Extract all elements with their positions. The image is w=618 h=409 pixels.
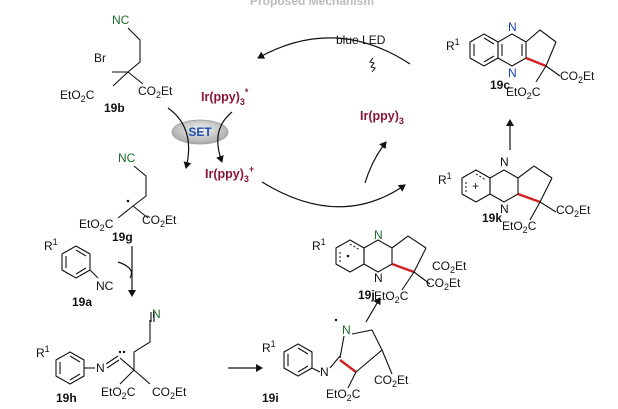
compound-id: 19h (56, 391, 77, 405)
radical-cation-plus: + (472, 179, 479, 193)
ester-left-label: EtO2C (60, 88, 95, 104)
r-group: R1 (446, 37, 460, 53)
light-squiggle (369, 57, 376, 73)
bromine-label: Br (94, 51, 106, 65)
nitrile-label: NC (112, 13, 130, 27)
figure-title: Proposed Mechanism (250, 0, 374, 8)
compound-19h: R1 N N EtO2C CO2Et 19h (36, 307, 187, 405)
compound-id: 19i (262, 391, 279, 405)
compound-id: 19g (112, 230, 133, 244)
ester-extra-label: CO2Et (432, 259, 467, 275)
catalyst-oxidized: Ir(ppy)3+ (205, 164, 254, 184)
compound-19a: R1 NC 19a (44, 237, 114, 309)
svg-text:SET: SET (188, 125, 212, 139)
ester-right-label: CO2Et (556, 203, 591, 219)
compound-id: 19b (104, 101, 125, 115)
nitrile-label: NC (118, 151, 136, 165)
ester-left-label: EtO2C (101, 385, 136, 401)
r-group: R1 (438, 171, 452, 187)
compound-id: 19c (490, 78, 510, 92)
compound-19j: R1 N N EtO2C CO2Et CO2Et 19j (312, 228, 467, 305)
ester-right-label: CO2Et (560, 69, 595, 85)
compound-19c: R1 N N EtO2C CO2Et 19c (446, 20, 595, 101)
r-group: R1 (44, 237, 58, 253)
compound-19i: R1 N N EtO2C CO2Et 19i (262, 318, 409, 405)
catalyst-excited: Ir(ppy)3* (201, 87, 249, 107)
compound-id: 19a (72, 295, 92, 309)
compound-19k: + R1 N N EtO2C CO2Et 19k (438, 155, 591, 235)
compound-19b: NC Br EtO2C CO2Et 19b (60, 13, 173, 115)
ester-left-label: EtO2C (79, 217, 114, 233)
compound-19g: NC EtO2C CO2Et 19g (79, 151, 177, 244)
ester-right-label: CO2Et (138, 84, 173, 100)
r-group: R1 (262, 339, 276, 355)
ring-n-top: N (342, 323, 351, 337)
ester-left-label: EtO2C (374, 289, 409, 305)
light-source-label: blue LED (336, 33, 386, 47)
nitrile-n: N (152, 307, 161, 321)
ester-right-label: CO2Et (152, 385, 187, 401)
ester-left-label: EtO2C (326, 387, 361, 403)
ring-n-top: N (508, 20, 517, 34)
ester-right-label: CO2Et (374, 373, 409, 389)
ester-right-label: CO2Et (142, 213, 177, 229)
r-group: R1 (36, 344, 50, 360)
compound-id: 19k (482, 211, 502, 225)
ring-n-bottom: N (320, 365, 329, 379)
compound-id: 19j (358, 288, 375, 302)
ring-n-top: N (500, 155, 509, 169)
ring-n-bottom: N (508, 66, 517, 80)
ring-n-bottom: N (374, 271, 383, 285)
ring-n-top: N (374, 228, 383, 242)
imine-n: N (96, 361, 105, 375)
ring-n-bottom: N (500, 202, 509, 216)
ester-left-label: EtO2C (502, 219, 537, 235)
catalyst-ground: Ir(ppy)3 (360, 109, 404, 126)
set-badge: SET (171, 119, 229, 145)
ester-left-label: EtO2C (506, 85, 541, 101)
ester-right-label: CO2Et (426, 276, 461, 292)
isocyanide-label: NC (96, 279, 114, 293)
r-group: R1 (312, 237, 326, 253)
